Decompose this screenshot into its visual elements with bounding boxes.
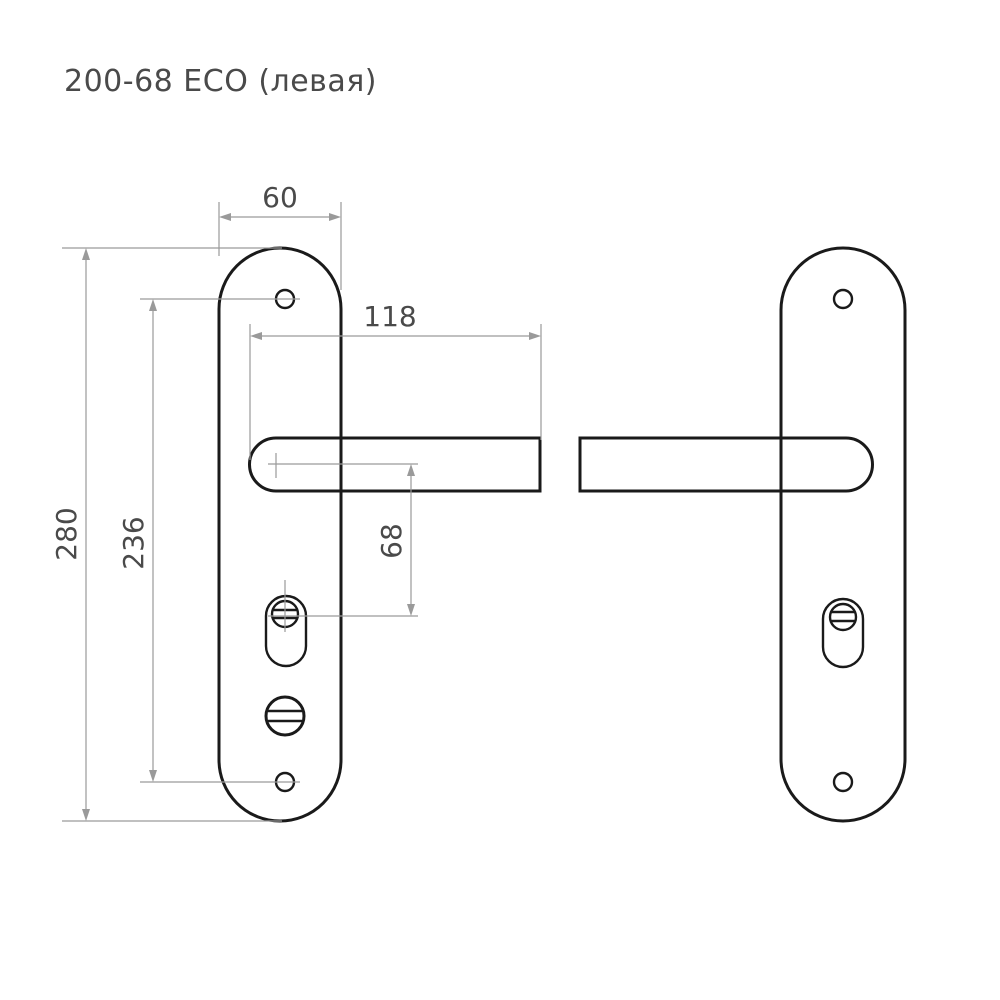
right-bottom-screw-hole bbox=[832, 771, 854, 793]
dimension-label-236: 236 bbox=[117, 516, 150, 569]
left-key-slot bbox=[264, 594, 308, 668]
right-key-cylinder-screw bbox=[828, 602, 858, 632]
right-handle-view bbox=[578, 246, 907, 823]
dimension-label-68: 68 bbox=[375, 523, 408, 559]
dimension-spacing-236: 236 bbox=[117, 298, 300, 783]
dimension-label-118: 118 bbox=[363, 300, 416, 333]
dimension-center-68: 68 bbox=[268, 453, 418, 632]
dimension-width-60: 60 bbox=[218, 181, 342, 290]
dimension-lever-118: 118 bbox=[249, 300, 542, 460]
left-lever bbox=[248, 436, 542, 493]
right-lever bbox=[578, 436, 874, 493]
dimension-height-280: 280 bbox=[50, 247, 282, 822]
left-thumbturn-knob bbox=[264, 695, 306, 737]
right-back-plate bbox=[779, 246, 907, 823]
drawing-title: 200-68 ECO (левая) bbox=[64, 64, 377, 99]
right-top-screw-hole bbox=[832, 288, 854, 310]
right-key-slot bbox=[821, 597, 865, 669]
dimension-label-60: 60 bbox=[262, 181, 298, 214]
dimension-label-280: 280 bbox=[50, 507, 83, 560]
